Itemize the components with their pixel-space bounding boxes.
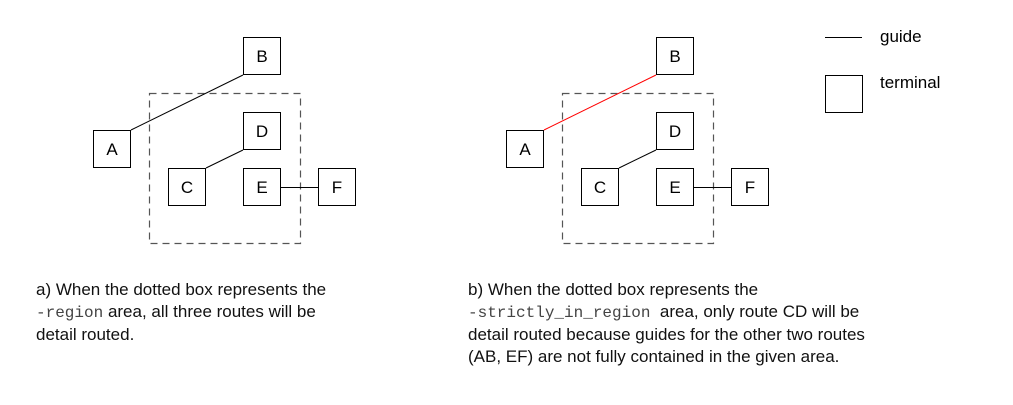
terminal-d bbox=[656, 112, 694, 150]
terminal-c bbox=[168, 168, 206, 206]
caption-a-code: -region bbox=[36, 304, 104, 322]
caption-b: b) When the dotted box represents the -s… bbox=[468, 279, 865, 368]
terminal-label-b: B bbox=[256, 47, 267, 66]
terminal-c bbox=[581, 168, 619, 206]
terminal-label-c: C bbox=[594, 178, 606, 197]
terminal-label-e: E bbox=[256, 178, 267, 197]
terminal-f bbox=[318, 168, 356, 206]
caption-b-line2: area, only route CD will be bbox=[650, 302, 860, 321]
caption-b-line1: b) When the dotted box represents the bbox=[468, 280, 759, 299]
terminal-label-f: F bbox=[332, 178, 342, 197]
terminal-f bbox=[731, 168, 769, 206]
guide-ab bbox=[543, 74, 657, 131]
terminal-label-d: D bbox=[669, 122, 681, 141]
terminal-label-c: C bbox=[181, 178, 193, 197]
caption-a: a) When the dotted box represents the -r… bbox=[36, 279, 326, 346]
terminal-a bbox=[93, 130, 131, 168]
terminal-d bbox=[243, 112, 281, 150]
legend-terminal-box bbox=[825, 75, 863, 113]
legend-guide-label: guide bbox=[880, 27, 922, 46]
caption-a-line1: a) When the dotted box represents the bbox=[36, 280, 327, 299]
caption-a-line2: area, all three routes will be bbox=[103, 302, 316, 321]
guide-cd bbox=[205, 149, 244, 169]
legend-terminal-label: terminal bbox=[880, 73, 940, 92]
region-box bbox=[148, 92, 302, 245]
terminal-label-d: D bbox=[256, 122, 268, 141]
terminal-b bbox=[243, 37, 281, 75]
terminal-a bbox=[506, 130, 544, 168]
caption-b-line3: detail routed because guides for the oth… bbox=[468, 325, 865, 344]
region-box bbox=[561, 92, 715, 245]
terminal-e bbox=[656, 168, 694, 206]
terminal-label-e: E bbox=[669, 178, 680, 197]
caption-a-line3: detail routed. bbox=[36, 325, 135, 344]
terminal-b bbox=[656, 37, 694, 75]
terminal-label-b: B bbox=[669, 47, 680, 66]
terminal-label-a: A bbox=[519, 140, 531, 159]
terminal-label-a: A bbox=[106, 140, 118, 159]
terminal-label-f: F bbox=[745, 178, 755, 197]
caption-b-line4: (AB, EF) are not fully contained in the … bbox=[468, 347, 840, 366]
terminal-e bbox=[243, 168, 281, 206]
panel-b-diagram: A B C D E F bbox=[506, 37, 769, 245]
guide-ab bbox=[130, 74, 244, 131]
caption-b-code: -strictly_in_region bbox=[468, 304, 651, 322]
panel-a-diagram: A B C D E F bbox=[93, 37, 356, 245]
legend: guide terminal bbox=[825, 27, 940, 113]
guide-cd bbox=[618, 149, 657, 169]
